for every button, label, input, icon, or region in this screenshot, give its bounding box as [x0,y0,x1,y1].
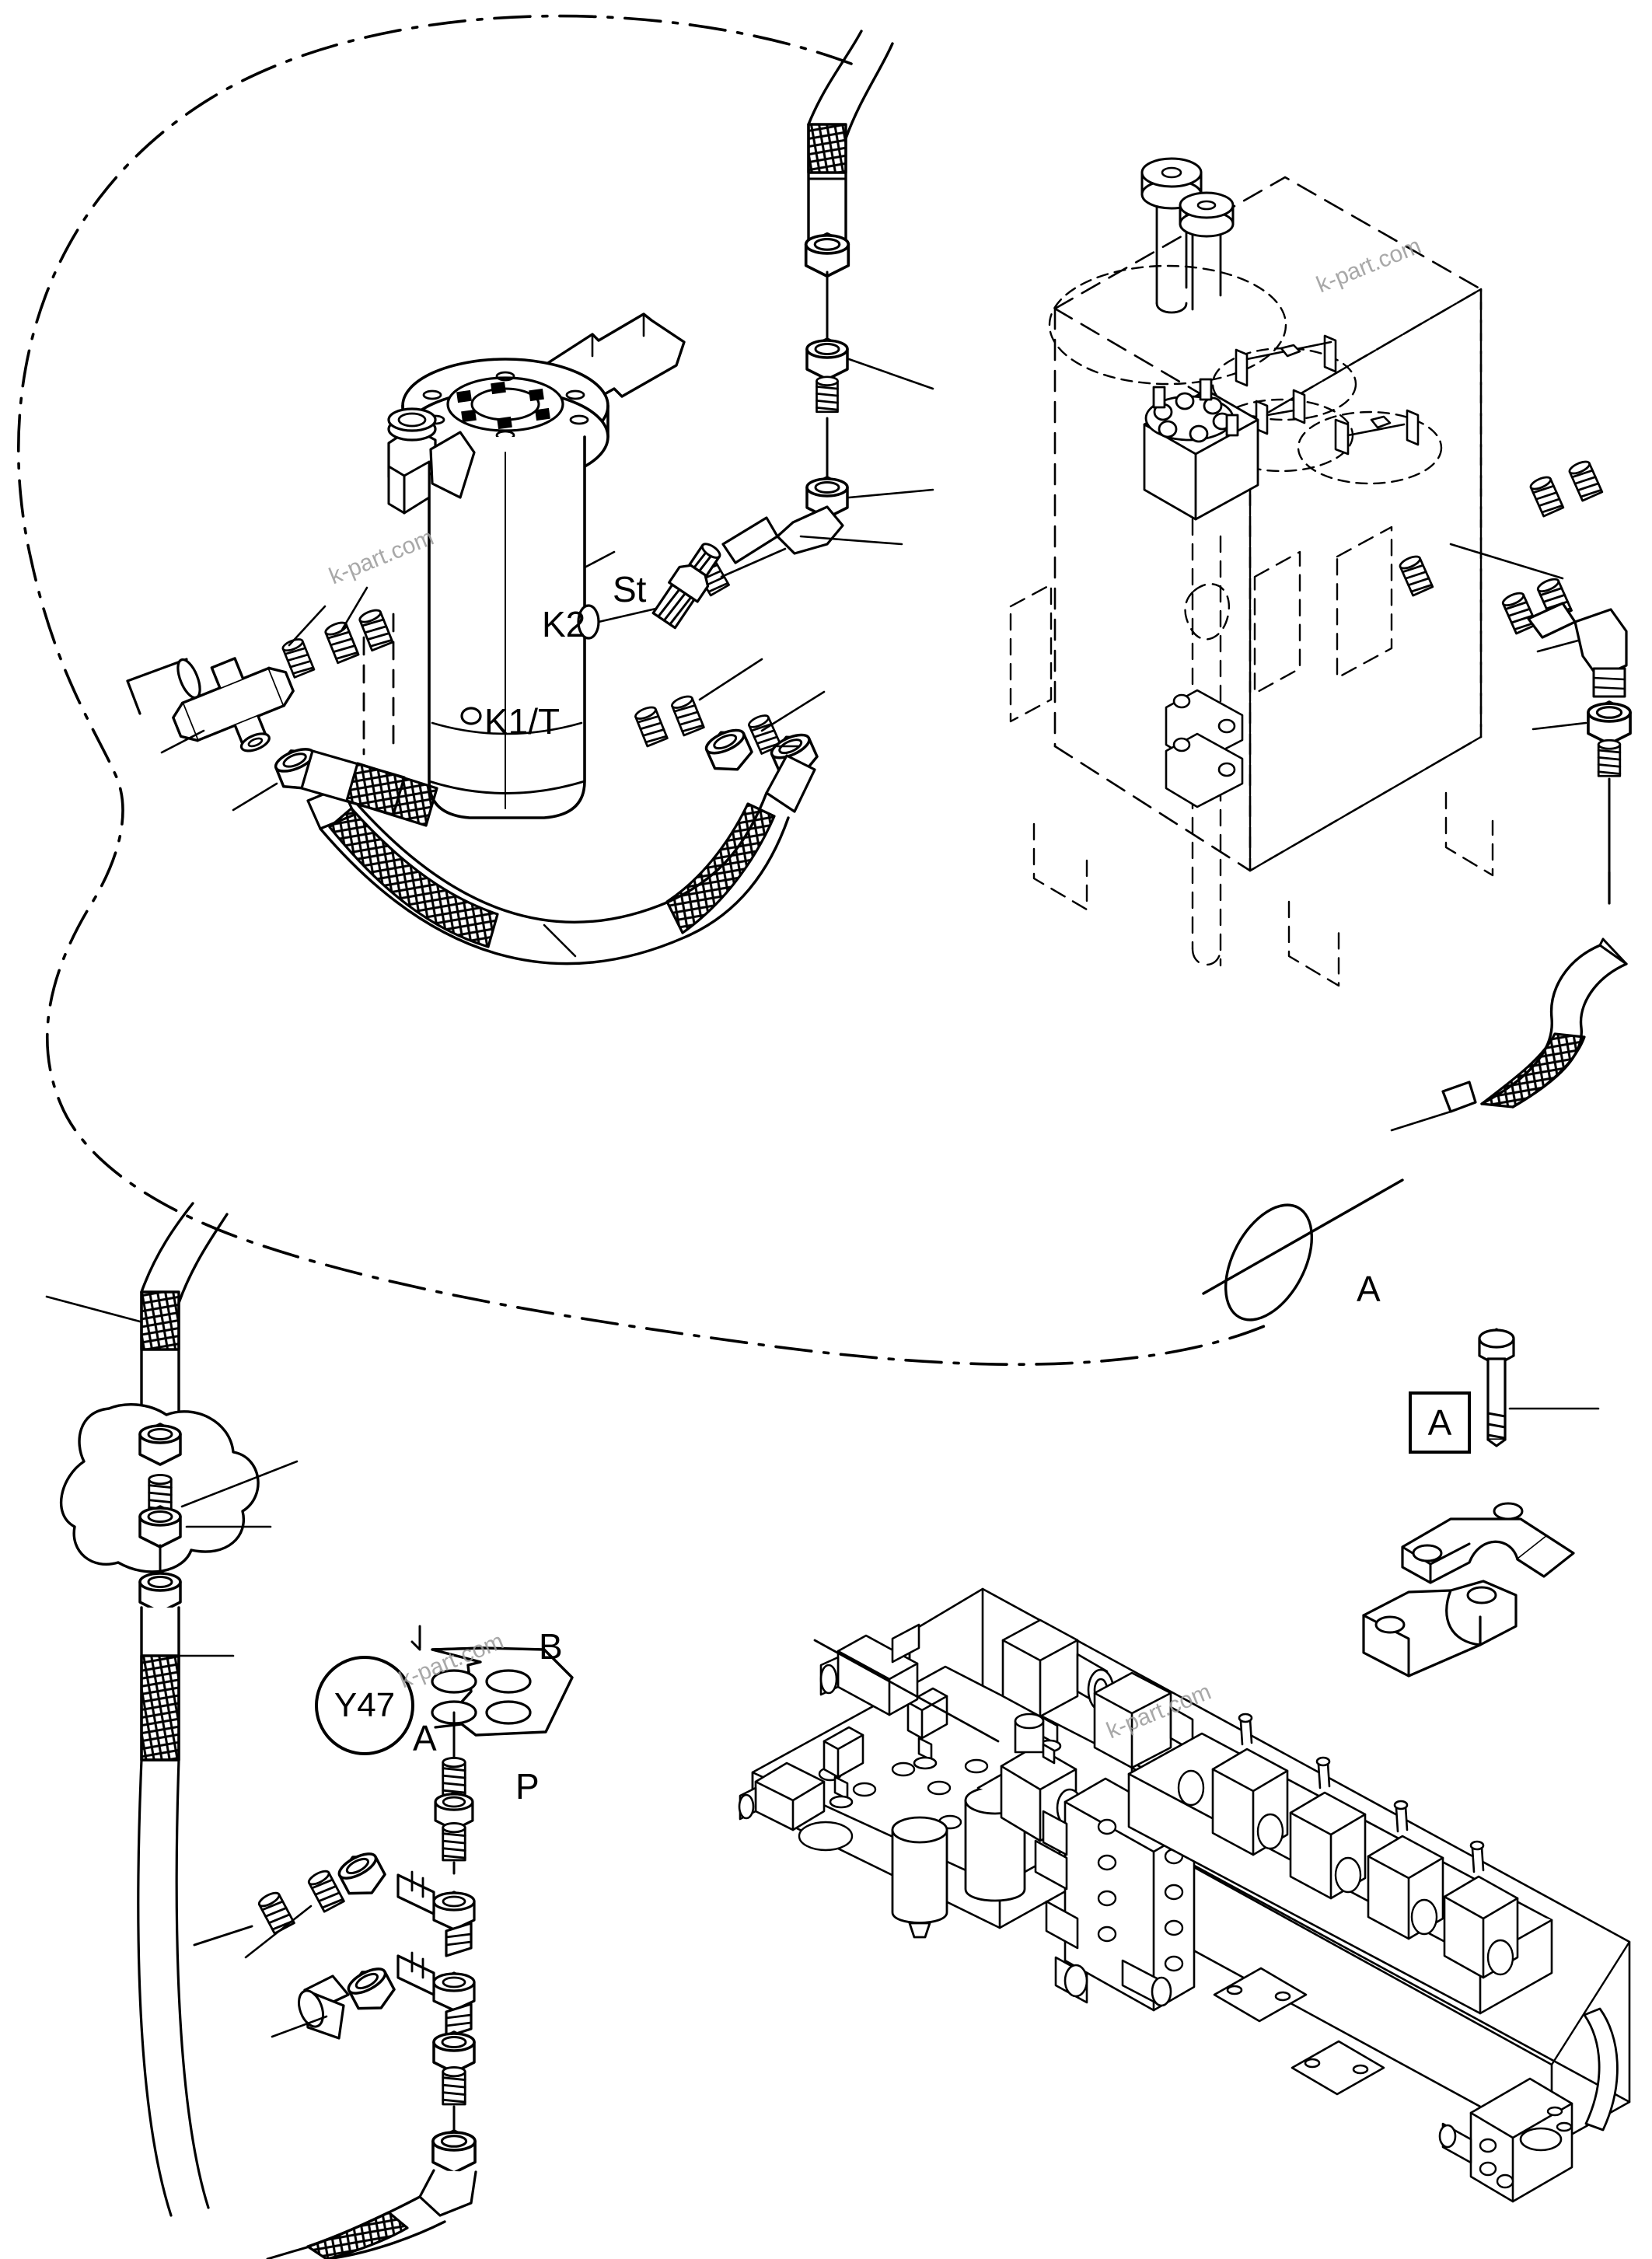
drain-valve [387,407,476,515]
solenoid-valve [1001,1618,1115,1753]
valve-manifold [1034,1777,1196,2012]
left-tee-cluster [126,586,438,827]
right-elbow [1527,602,1628,698]
port-label-b: B [539,1626,563,1667]
section-a-ellipse [1224,1203,1314,1322]
power-pack-panel [738,1587,1631,2203]
tank-manifold-block [1143,378,1259,521]
mid-fitting-row [629,529,826,784]
hydraulic-tank-assembly [1009,157,1494,987]
bulkhead-bracket-assembly [45,1202,299,2217]
pipe-clamp-upper [1401,1502,1575,1584]
port-label-k2: K2 [542,604,586,644]
port-label-p: P [515,1766,540,1807]
section-a-callout-label: A [1357,1269,1381,1309]
valve-tag-y47: Y47 [315,1656,414,1755]
port-label-k1t: K1/T [484,701,561,742]
limit-switch [738,1761,826,1831]
return-filter-left [891,1816,948,1939]
phantom-boundary [16,14,1277,1366]
port-label-st: St [613,569,647,609]
pressure-valve [1000,1713,1084,1842]
upper-hose-fitting-stack [692,30,934,597]
pipe-clamp-lower [1362,1580,1518,1678]
right-hose-run [1202,458,1632,1322]
valve-block-y47 [410,1625,574,1763]
valve-section-bank [1127,1713,1553,2015]
tee-fitting-stack [193,1756,477,2259]
port-label-a: A [413,1718,437,1758]
detail-a-hardware [1362,1328,1600,1678]
detail-a-box: A [1409,1391,1471,1454]
solenoid-valve [823,1726,864,1809]
corner-manifold [1438,2077,1573,2203]
tank-filler-stack [1140,157,1235,314]
solenoid-valve [906,1687,948,1770]
branch-elbow [297,1974,350,2040]
